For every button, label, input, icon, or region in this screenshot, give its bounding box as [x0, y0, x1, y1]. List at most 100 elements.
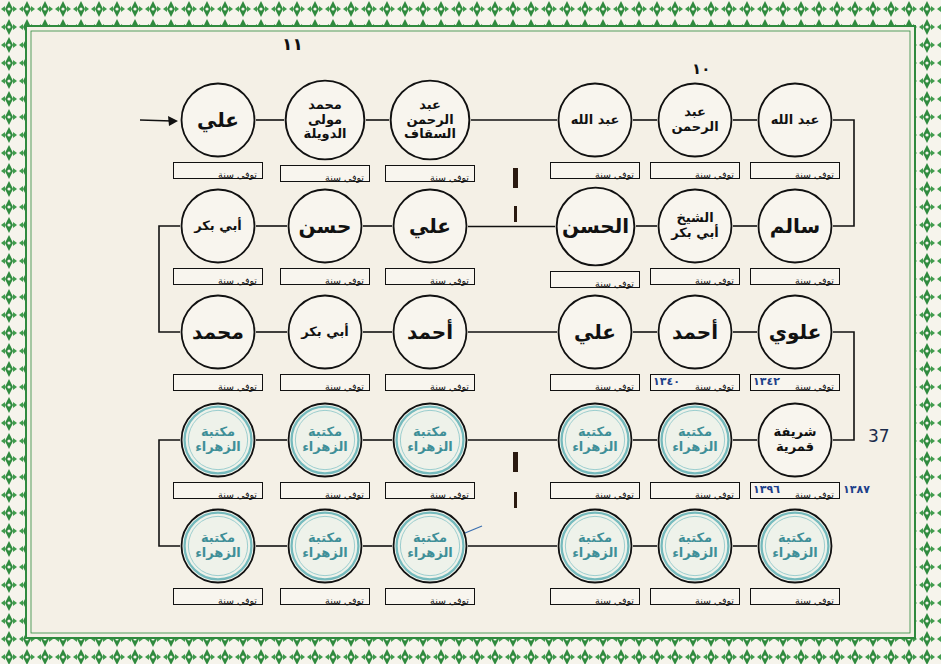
stamped-circle: مكتبة الزهراء — [287, 402, 363, 478]
death-year-box: توفي سنة — [385, 482, 475, 499]
lineage-connector — [468, 439, 557, 441]
death-year-label: توفي سنة — [218, 489, 257, 500]
death-year-label: توفي سنة — [695, 381, 734, 392]
person-name: عبد الرحمن — [667, 105, 723, 135]
lineage-connector — [733, 545, 757, 547]
lineage-connector — [633, 331, 657, 333]
death-year-label: توفي سنة — [325, 275, 364, 286]
death-year-box: توفي سنة — [280, 165, 370, 182]
person-name: علوي — [769, 321, 822, 344]
name-circle: علوي — [757, 294, 833, 370]
page-number: ١٠ — [692, 62, 710, 77]
page-number: ١١ — [282, 36, 303, 53]
death-year-box: توفي سنة — [750, 588, 840, 605]
death-year-label: توفي سنة — [218, 595, 257, 606]
name-circle: محمد — [180, 294, 256, 370]
person-name: محمد — [192, 321, 244, 344]
stamp-text: مكتبة الزهراء — [667, 531, 723, 561]
death-year-box: توفي سنة — [280, 268, 370, 285]
death-year-label: توفي سنة — [325, 172, 364, 183]
lineage-connector — [468, 331, 557, 333]
death-year-box: توفي سنة — [280, 588, 370, 605]
lineage-connector — [733, 331, 757, 333]
name-circle: أحمد — [392, 294, 468, 370]
stamped-circle: مكتبة الزهراء — [557, 508, 633, 584]
lineage-connector — [733, 119, 757, 121]
lineage-connector — [471, 119, 557, 121]
death-year-box: توفي سنة — [385, 268, 475, 285]
name-circle: محمد مولى الدويلة — [284, 79, 366, 161]
lineage-connector — [733, 439, 757, 441]
death-year-box: توفي سنة — [650, 162, 740, 179]
death-year-label: توفي سنة — [595, 489, 634, 500]
person-name: أبي بكر — [194, 219, 242, 234]
person-name: الحسن — [562, 215, 629, 238]
stamp-text: مكتبة الزهراء — [297, 425, 353, 455]
person-name: سالم — [770, 215, 820, 238]
stamp-text: مكتبة الزهراء — [667, 425, 723, 455]
name-circle: حسن — [287, 188, 363, 264]
death-year-label: توفي سنة — [430, 489, 469, 500]
handwritten-year: ١٣٤٢ — [753, 376, 780, 387]
lineage-connector — [363, 225, 392, 227]
handwritten-year: ١٣٨٧ — [843, 484, 870, 495]
death-year-label: توفي سنة — [795, 275, 834, 286]
death-year-label: توفي سنة — [325, 595, 364, 606]
death-year-box: توفي سنة — [650, 482, 740, 499]
death-year-label: توفي سنة — [695, 595, 734, 606]
death-year-box: توفي سنة — [173, 374, 263, 391]
death-year-box: توفي سنة — [650, 268, 740, 285]
death-year-box: توفي سنة — [550, 162, 640, 179]
name-circle: عبد الله — [757, 82, 833, 158]
name-circle: عبد الرحمن — [657, 82, 733, 158]
lineage-connector — [633, 439, 657, 441]
stamped-circle: مكتبة الزهراء — [287, 508, 363, 584]
lineage-connector — [633, 119, 657, 121]
lineage-connector — [633, 545, 657, 547]
person-name: علي — [409, 215, 451, 238]
person-name: شريفة قمرية — [767, 425, 823, 455]
death-year-box: توفي سنة — [280, 374, 370, 391]
death-year-label: توفي سنة — [218, 275, 257, 286]
death-year-label: توفي سنة — [595, 169, 634, 180]
name-circle: عبد الرحمن السقاف — [389, 79, 471, 161]
lineage-connector — [256, 545, 287, 547]
name-circle: شريفة قمرية — [757, 402, 833, 478]
lineage-connector — [636, 225, 657, 227]
lineage-connector — [468, 545, 557, 547]
person-name: عبد الرحمن السقاف — [402, 98, 458, 143]
stamped-circle: مكتبة الزهراء — [757, 508, 833, 584]
stamp-text: مكتبة الزهراء — [767, 531, 823, 561]
handwritten-year: ١٣٩٦ — [753, 484, 780, 495]
death-year-box: توفي سنة — [550, 374, 640, 391]
person-name: أبي بكر — [301, 325, 349, 340]
lineage-connector — [256, 119, 284, 121]
lineage-connector — [468, 226, 555, 228]
name-circle: علي — [180, 82, 256, 158]
name-circle: علي — [392, 188, 468, 264]
death-year-box: توفي سنة — [385, 588, 475, 605]
death-year-box: توفي سنة — [750, 162, 840, 179]
death-year-label: توفي سنة — [218, 169, 257, 180]
death-year-label: توفي سنة — [695, 489, 734, 500]
person-name: محمد مولى الدويلة — [297, 98, 353, 143]
death-year-box: توفي سنة — [280, 482, 370, 499]
lineage-connector — [733, 225, 757, 227]
lineage-connector — [363, 439, 392, 441]
person-name: علي — [197, 109, 239, 132]
name-circle: علي — [557, 294, 633, 370]
stamped-circle: مكتبة الزهراء — [180, 402, 256, 478]
name-circle: سالم — [757, 188, 833, 264]
stamp-text: مكتبة الزهراء — [567, 531, 623, 561]
death-year-label: توفي سنة — [430, 172, 469, 183]
stamp-text: مكتبة الزهراء — [567, 425, 623, 455]
stamped-circle: مكتبة الزهراء — [180, 508, 256, 584]
person-name: أحمد — [407, 321, 453, 344]
death-year-label: توفي سنة — [325, 489, 364, 500]
stamp-text: مكتبة الزهراء — [402, 531, 458, 561]
stamped-circle: مكتبة الزهراء — [657, 402, 733, 478]
stamp-text: مكتبة الزهراء — [402, 425, 458, 455]
lineage-connector — [363, 331, 392, 333]
name-circle: عبد الله — [557, 82, 633, 158]
